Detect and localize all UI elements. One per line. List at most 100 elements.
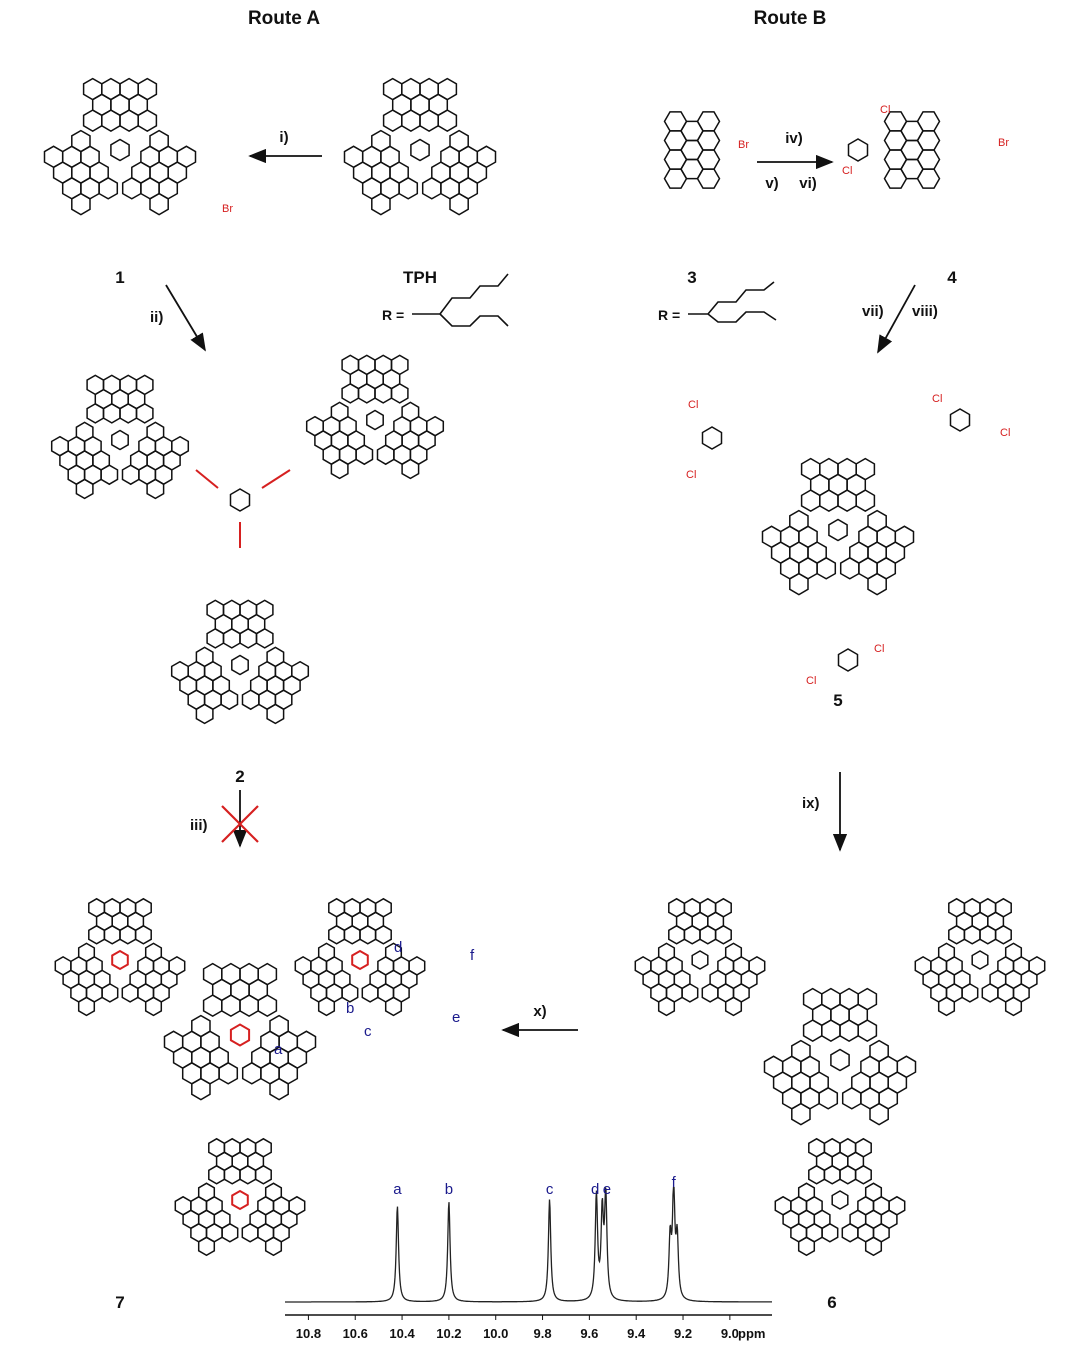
pdi-ring [437, 109, 458, 132]
pdi-ring [264, 1236, 283, 1257]
pdi-ring [374, 924, 392, 945]
nmr-tick-label: 10.4 [389, 1326, 415, 1341]
pdi-ring [317, 996, 336, 1017]
pdi-ring [449, 192, 469, 216]
pdi-ring [206, 599, 225, 621]
pdi-ring [239, 599, 258, 621]
pdi-ring [146, 421, 165, 443]
pdi-ring [839, 1164, 857, 1185]
pdi-ring [121, 176, 142, 200]
pdi-ring [171, 435, 190, 457]
pdi-ring [75, 478, 94, 500]
pdi-ring [294, 956, 312, 976]
pdi-ring [257, 962, 278, 986]
pdi-ring [121, 983, 139, 1003]
pdi-ring [797, 1236, 816, 1257]
pdi-ring [77, 942, 96, 963]
pdi-ring [883, 130, 908, 151]
central-benzene-ring [691, 950, 709, 970]
pdi-ring [341, 354, 360, 376]
compound-2-label: 2 [235, 767, 244, 786]
nmr-peak-label-c: c [546, 1181, 554, 1198]
pdi-ring [916, 111, 941, 132]
pdi-ring [437, 77, 458, 101]
chlorobenzo-ring [949, 408, 971, 432]
central-benzene-ring [111, 949, 129, 971]
pdi-ring [221, 994, 241, 1017]
pdi-ring [43, 145, 64, 169]
pdi-ring [239, 962, 259, 986]
central-benzene-ring [366, 409, 384, 431]
pdi-ring [696, 149, 721, 170]
pdi-ring [839, 1019, 859, 1042]
pdi-ring [54, 956, 72, 976]
pdi-ring [696, 111, 721, 132]
pdi-ring [144, 942, 163, 963]
pdi-ring [819, 457, 839, 481]
pdi-ring [221, 1222, 239, 1243]
pdi-ring [761, 525, 782, 549]
pdi-ring [981, 983, 999, 1003]
failed-reaction-cross-icon [221, 805, 259, 843]
pdi-ring [266, 646, 285, 668]
pdi-ring [359, 897, 377, 918]
pdi-ring [419, 109, 439, 132]
pdi-ring [963, 897, 981, 918]
pdi-ring [195, 646, 214, 668]
bond [195, 469, 219, 489]
pdi-ring [390, 354, 409, 376]
proton-label-d: d [394, 939, 402, 956]
pdi-ring [937, 996, 956, 1017]
central-benzene-ring [229, 1023, 251, 1047]
pdi-ring [241, 1061, 262, 1085]
pdi-ring [797, 1182, 816, 1203]
proton-label-a: a [274, 1041, 283, 1058]
pdi-ring [837, 489, 857, 512]
compound-6-label: 6 [827, 1293, 836, 1312]
chlorobenzo-ring [837, 648, 859, 672]
pdi-ring [867, 509, 887, 533]
pdi-ring [119, 109, 139, 132]
pdi-ring [266, 703, 285, 725]
compound-5-label: 5 [833, 691, 842, 710]
pdi-ring [135, 403, 154, 424]
pdi-ring [421, 176, 442, 200]
pdi-ring [979, 897, 997, 918]
pdi-ring [296, 1030, 317, 1054]
pdi-ring [374, 383, 393, 404]
pdi-ring [1028, 956, 1046, 976]
pdi-ring [341, 983, 359, 1003]
pdi-ring [841, 1086, 862, 1110]
compound-tph-label: TPH [403, 268, 437, 287]
pdi-ring [82, 109, 103, 132]
pdi-ring [1004, 942, 1023, 963]
compound-3-label: 3 [687, 268, 696, 287]
route-a-header: Route A [248, 8, 320, 29]
bromo-label-1: Br [222, 203, 233, 215]
nmr-tick-label: 10.6 [343, 1326, 368, 1341]
route-b-header: Route B [754, 8, 827, 29]
pdi-ring [82, 77, 103, 101]
pdi-ring [206, 628, 225, 649]
pdi-ring [763, 1055, 784, 1079]
pdi-ring [254, 1164, 272, 1185]
compound-1-label: 1 [115, 268, 124, 287]
central-benzene-ring [351, 949, 369, 971]
reagent-iii: iii) [190, 817, 208, 834]
reagent-vii: vii) [862, 303, 884, 320]
pdi-ring [724, 996, 743, 1017]
pdi-ring [699, 924, 717, 945]
central-benzene-ring [231, 1189, 249, 1211]
reagent-viii: viii) [912, 303, 938, 320]
pdi-ring [376, 444, 395, 466]
pdi-ring [102, 374, 121, 396]
pdi-ring [800, 489, 821, 512]
pdi-ring [800, 457, 821, 481]
chloro-label-4a: Cl [880, 104, 890, 116]
pdi-ring [896, 1055, 917, 1079]
pdi-ring [88, 924, 106, 945]
central-benzene-ring [231, 654, 249, 676]
pdi-ring [714, 924, 732, 945]
pdi-ring [86, 374, 105, 396]
pdi-ring [789, 509, 809, 533]
